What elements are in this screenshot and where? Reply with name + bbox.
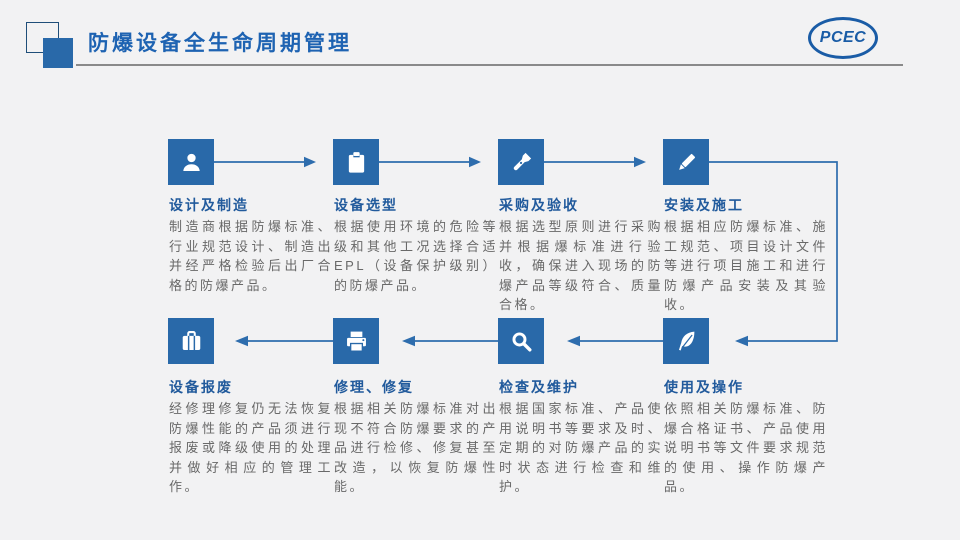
pcec-logo-text: PCEC	[819, 29, 867, 46]
step-desc: 根据相关防爆标准对出现不符合防爆要求的产品进行检修、修复甚至改造，以恢复防爆性能…	[334, 401, 498, 494]
step-title: 采购及验收	[499, 197, 579, 213]
pcec-logo: PCEC	[808, 17, 878, 59]
step-title: 修理、修复	[334, 379, 414, 395]
briefcase-icon	[168, 318, 214, 364]
pencil-icon	[663, 139, 709, 185]
printer-icon	[333, 318, 379, 364]
step-title: 使用及操作	[664, 379, 744, 395]
magnifier-icon	[498, 318, 544, 364]
decor-outline-square	[26, 22, 59, 53]
clipboard-icon	[333, 139, 379, 185]
step-desc: 根据选型原则进行采购并根据爆标准进行验收，确保进入现场的防爆产品等级符合、质量合…	[499, 219, 663, 312]
step-title: 设备选型	[334, 197, 398, 213]
step-title: 设计及制造	[169, 197, 249, 213]
step-desc: 制造商根据防爆标准、行业规范设计、制造出并经严格检验后出厂合格的防爆产品。	[169, 219, 333, 293]
decor-filled-square	[43, 38, 73, 68]
step-desc: 经修理修复仍无法恢复防爆性能的产品须进行报废或降级使用的处理并做好相应的管理工作…	[169, 401, 333, 494]
step-title: 安装及施工	[664, 197, 744, 213]
step-title: 检查及维护	[499, 379, 579, 395]
step-title: 设备报废	[169, 379, 233, 395]
user-icon	[168, 139, 214, 185]
step-desc: 依照相关防爆标准、防爆合格证书、产品使用说明书等文件要求规范的使用、操作防爆产品…	[664, 401, 828, 494]
page-title: 防爆设备全生命周期管理	[88, 32, 352, 55]
step-desc: 根据相应防爆标准、施工规范、项目设计文件等进行项目施工和进行防爆产品安装及其验收…	[664, 219, 828, 312]
header-divider	[76, 64, 903, 66]
step-desc: 根据国家标准、产品使用说明书等要求及时、定期的对防爆产品的实时状态进行检查和维护…	[499, 401, 663, 494]
step-desc: 根据使用环境的危险等级和其他工况选择合适EPL（设备保护级别）的防爆产品。	[334, 219, 498, 293]
flashlight-icon	[498, 139, 544, 185]
feather-icon	[663, 318, 709, 364]
